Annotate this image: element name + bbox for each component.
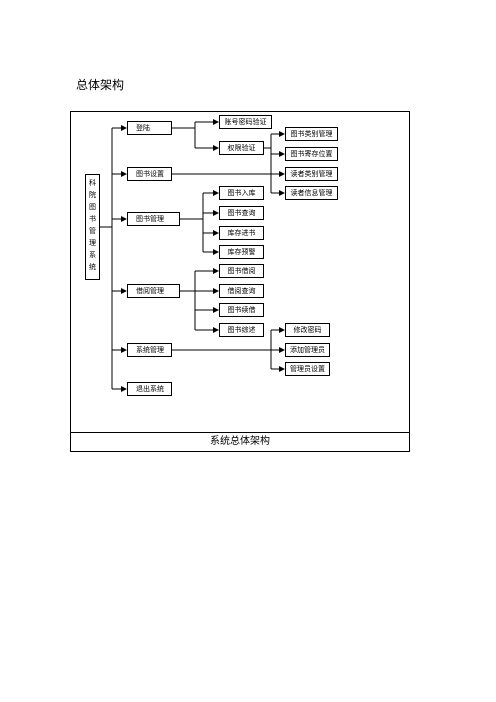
- root-char: 院: [89, 191, 96, 199]
- root-char: 理: [89, 239, 96, 247]
- node-borrow-management: 借阅管理: [127, 284, 180, 298]
- node-storage-location: 图书寄存位置: [285, 147, 338, 161]
- node-book-settings: 图书设置: [127, 167, 172, 181]
- diagram-caption: 系统总体架构: [70, 432, 410, 452]
- node-permission-verify: 权限验证: [219, 141, 264, 155]
- node-admin-settings: 管理员设置: [285, 362, 330, 376]
- node-login: 登陆: [127, 121, 172, 135]
- node-restock: 库存进书: [219, 226, 264, 240]
- node-stock-alert: 库存预警: [219, 245, 264, 259]
- node-book-management: 图书管理: [127, 212, 180, 226]
- node-account-verify: 账号密码验证: [219, 115, 272, 129]
- root-char: 统: [89, 263, 96, 271]
- node-book-summary: 图书综述: [219, 323, 264, 337]
- node-borrow-query: 借阅查询: [219, 284, 264, 298]
- node-book-query: 图书查询: [219, 206, 264, 220]
- root-char: 书: [89, 215, 96, 223]
- node-stock-in: 图书入库: [219, 186, 264, 200]
- root-char: 系: [89, 251, 96, 259]
- node-reader-category: 读者类别管理: [285, 167, 338, 181]
- root-char: 图: [89, 203, 96, 211]
- page-heading: 总体架构: [76, 78, 125, 92]
- node-book-renew: 图书续借: [219, 303, 264, 317]
- root-node: 科 院 图 书 管 理 系 统: [85, 174, 100, 280]
- node-change-password: 修改密码: [285, 323, 330, 337]
- root-char: 科: [89, 179, 96, 187]
- node-reader-info: 读者信息管理: [285, 186, 338, 200]
- node-system-management: 系统管理: [127, 343, 172, 357]
- root-char: 管: [89, 227, 96, 235]
- node-exit-system: 退出系统: [127, 382, 172, 396]
- node-book-category: 图书类别管理: [285, 127, 338, 141]
- node-book-borrow: 图书借阅: [219, 264, 264, 278]
- node-add-admin: 添加管理员: [285, 343, 330, 357]
